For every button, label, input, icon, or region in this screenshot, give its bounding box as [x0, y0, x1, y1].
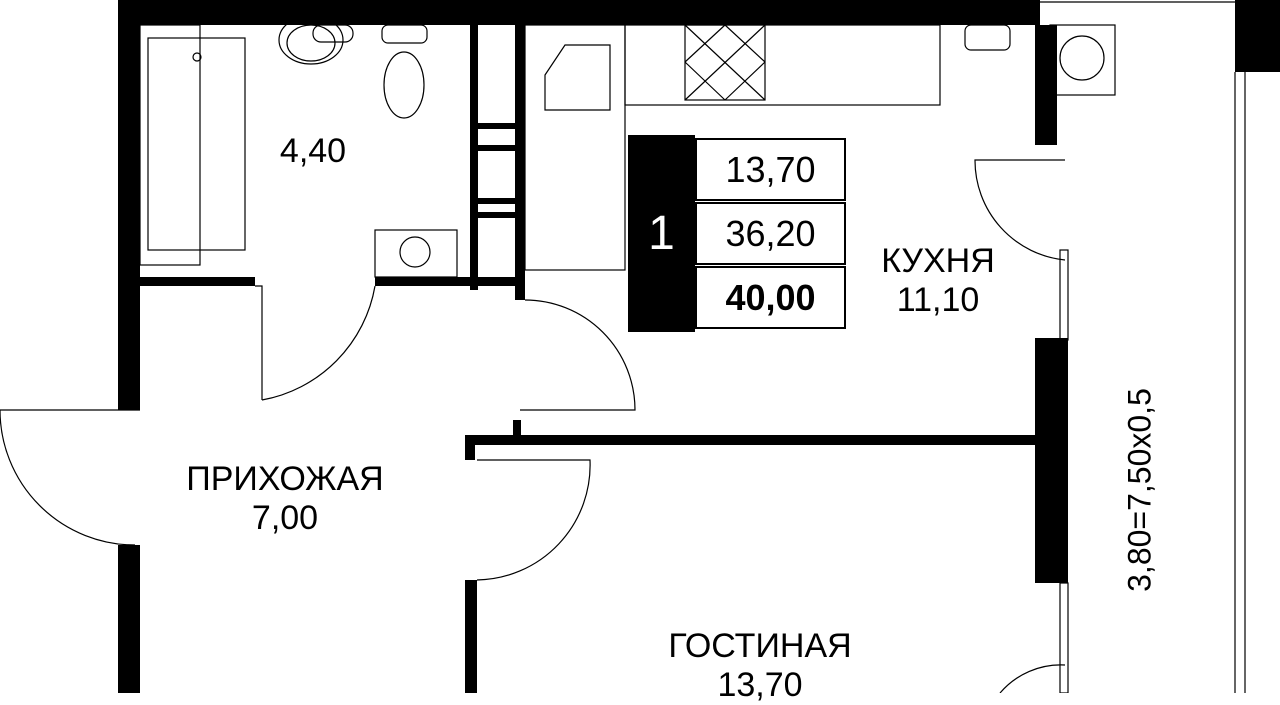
living-area: 13,70 [695, 138, 846, 201]
bathroom-area: 4,40 [279, 132, 347, 170]
area-without-balcony: 36,20 [695, 202, 846, 265]
hallway-area: 7,00 [251, 499, 319, 538]
kitchen-label: КУХНЯ 11,10 [858, 242, 1018, 320]
living-room-area: 13,70 [717, 666, 803, 705]
kitchen-name: КУХНЯ [881, 242, 995, 280]
fixtures [0, 1, 1246, 693]
balcony-dimension: 3,80=7,50x0,5 [1121, 388, 1158, 592]
hallway-name: ПРИХОЖАЯ [186, 460, 384, 498]
walls [118, 0, 1280, 693]
hallway-label: ПРИХОЖАЯ 7,00 [160, 460, 410, 538]
living-room-name: ГОСТИНАЯ [668, 627, 852, 665]
kitchen-area: 11,10 [896, 281, 980, 320]
area-summary: 1 13,70 36,20 40,00 [628, 135, 848, 332]
living-room-label: ГОСТИНАЯ 13,70 [630, 627, 890, 705]
rooms-count: 1 [628, 135, 695, 332]
total-area: 40,00 [695, 266, 846, 329]
